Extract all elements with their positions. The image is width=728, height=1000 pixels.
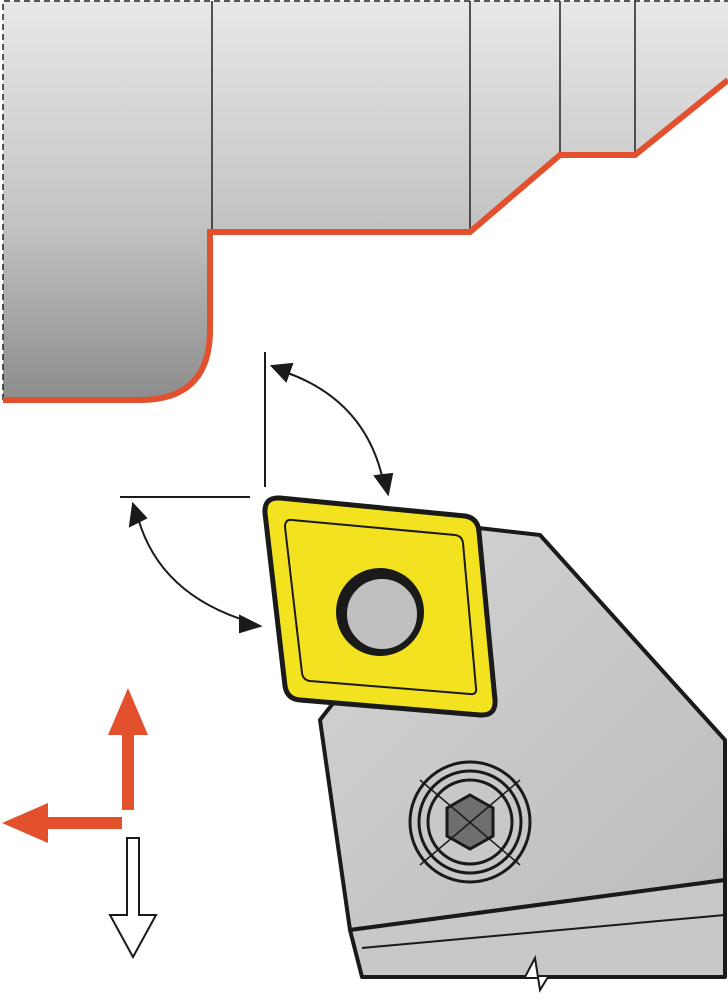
workpiece-dashed-boundary: [2, 0, 728, 400]
clamp-screw: [408, 760, 532, 884]
angle-indicators: [120, 352, 394, 634]
machined-profile: [3, 77, 728, 403]
workpiece-body: [3, 1, 728, 400]
holder-shank: [348, 878, 727, 979]
clearance-angle-arc: [137, 517, 251, 623]
arrowhead-icon: [239, 614, 263, 634]
shoulder-lines: [211, 1, 636, 232]
arrow-up-icon: [108, 688, 148, 810]
arrow-left-icon: [2, 803, 122, 843]
insert-chipbreaker: [283, 518, 478, 696]
approach-angle-arc: [284, 371, 384, 481]
workpiece: [2, 0, 728, 403]
feed-arrows: [2, 688, 158, 960]
arrowhead-icon: [128, 501, 148, 528]
arrow-down-outline-icon: [108, 837, 158, 960]
cutting-insert: [262, 495, 498, 718]
arrowhead-icon: [269, 362, 294, 383]
break-mark: [524, 954, 549, 993]
arrowhead-icon: [373, 472, 394, 497]
